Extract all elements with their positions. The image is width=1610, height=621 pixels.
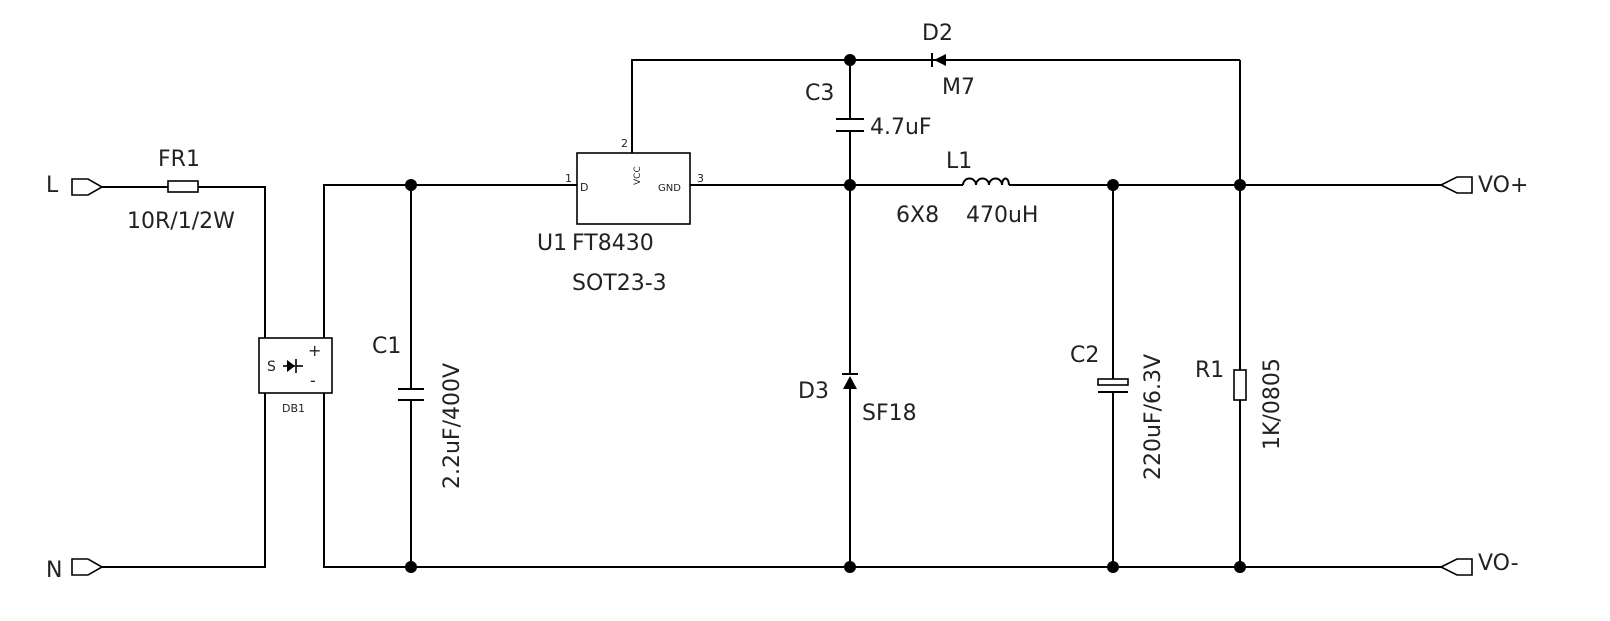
terminal-n-connector xyxy=(71,558,104,576)
db1-body xyxy=(258,337,333,394)
c1-capacitor: C1 2.2uF/400V xyxy=(372,334,465,489)
l1-value: 470uH xyxy=(966,203,1038,228)
wire-db1-pos-to-rail xyxy=(323,184,577,338)
u1-pin-2-name: VCC xyxy=(633,166,643,185)
u1-package: SOT23-3 xyxy=(572,271,667,296)
u1-pin-3-number: 3 xyxy=(697,172,704,185)
junctions xyxy=(405,54,1246,573)
wire-n-to-db1 xyxy=(102,393,266,568)
terminal-n: N xyxy=(46,558,104,583)
u1-part: FT8430 xyxy=(572,231,654,256)
u1-pin-1-number: 1 xyxy=(565,172,572,185)
c2-plate-top xyxy=(1097,378,1129,386)
u1-controller-ic: 1 D 2 VCC 3 GND U1 FT8430 SOT23-3 xyxy=(537,137,704,296)
d3-value: SF18 xyxy=(862,401,917,426)
d3-ref: D3 xyxy=(798,379,829,404)
l1-ref: L1 xyxy=(946,149,972,174)
c3-capacitor: C3 4.7uF xyxy=(805,81,932,140)
u1-body xyxy=(576,152,691,225)
db1-plus: + xyxy=(308,341,321,360)
wire-vcc-top-rail xyxy=(631,59,1240,153)
c1-value: 2.2uF/400V xyxy=(440,363,465,489)
d2-ref: D2 xyxy=(922,21,953,46)
c1-ref: C1 xyxy=(372,334,401,359)
r1-ref: R1 xyxy=(1195,358,1224,383)
fr1-ref: FR1 xyxy=(158,147,200,172)
r1-resistor: R1 1K/0805 xyxy=(1195,358,1285,450)
db1-ref: DB1 xyxy=(282,402,305,415)
terminal-vo-pos-connector xyxy=(1439,176,1473,194)
d2-value: M7 xyxy=(942,75,975,100)
r1-value: 1K/0805 xyxy=(1260,358,1285,450)
u1-pin-2-number: 2 xyxy=(621,137,628,150)
terminal-vo-neg: VO- xyxy=(1439,551,1519,576)
terminal-vo-pos-label: VO+ xyxy=(1478,173,1528,198)
db1-bridge-rectifier: S + - DB1 xyxy=(258,337,333,415)
u1-pin-1-name: D xyxy=(580,181,588,194)
db1-symbol-s: S xyxy=(267,359,276,375)
l1-size: 6X8 xyxy=(896,203,939,228)
wires xyxy=(102,59,1441,568)
terminal-l-connector xyxy=(71,178,104,196)
terminal-vo-neg-connector xyxy=(1439,558,1473,576)
junction-dot xyxy=(844,54,856,66)
junction-dot xyxy=(405,561,417,573)
db1-minus: - xyxy=(310,371,316,390)
wire-fr1-to-db1 xyxy=(198,186,266,338)
junction-dot xyxy=(1234,561,1246,573)
u1-pin-3-name: GND xyxy=(658,183,681,194)
l1-inductor: L1 6X8 470uH xyxy=(896,149,1038,228)
c3-ref: C3 xyxy=(805,81,834,106)
junction-dot xyxy=(1107,561,1119,573)
junction-dot xyxy=(1107,179,1119,191)
fr1-resistor-body xyxy=(167,180,199,193)
junction-dot xyxy=(844,561,856,573)
junction-dot xyxy=(405,179,417,191)
terminal-vo-pos: VO+ xyxy=(1439,173,1528,198)
u1-ref: U1 xyxy=(537,231,567,256)
junction-dot xyxy=(1234,179,1246,191)
fr1-resistor: FR1 10R/1/2W xyxy=(127,147,235,234)
fr1-value: 10R/1/2W xyxy=(127,209,235,234)
terminal-l: L xyxy=(46,173,104,198)
d2-diode-arrow xyxy=(934,54,946,66)
terminal-l-label: L xyxy=(46,173,59,198)
d2-diode: D2 M7 xyxy=(922,21,975,100)
c2-value: 220uF/6.3V xyxy=(1141,354,1166,480)
d3-diode: D3 SF18 xyxy=(798,373,917,426)
terminal-n-label: N xyxy=(46,558,62,583)
r1-resistor-body xyxy=(1233,369,1247,401)
d3-diode-arrow xyxy=(843,376,857,389)
l1-coil xyxy=(962,177,1010,186)
wire-db1-neg-bottom-rail xyxy=(323,393,1441,568)
c2-ref: C2 xyxy=(1070,343,1099,368)
diode-icon xyxy=(283,359,303,373)
terminal-vo-neg-label: VO- xyxy=(1478,551,1519,576)
junction-dot xyxy=(844,179,856,191)
c3-value: 4.7uF xyxy=(870,115,932,140)
c2-capacitor: C2 220uF/6.3V xyxy=(1070,343,1166,480)
